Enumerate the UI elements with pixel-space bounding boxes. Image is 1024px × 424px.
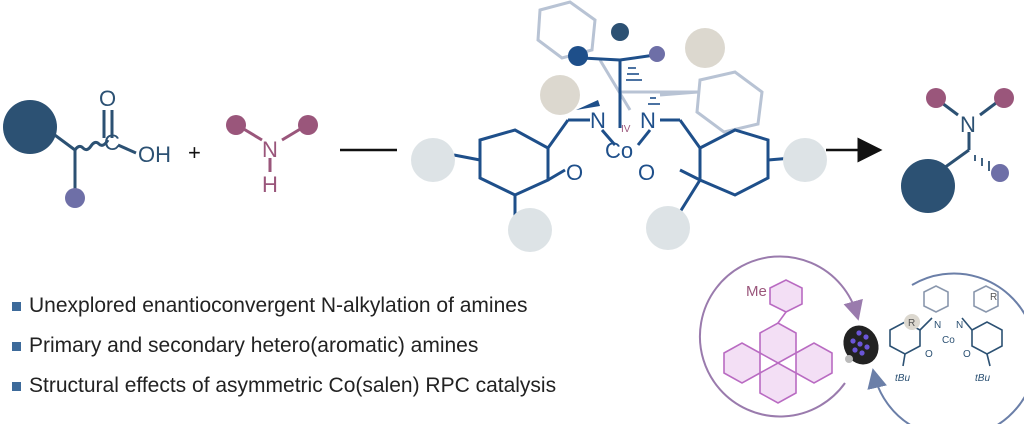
carboxylic-acid-reactant <box>47 110 137 190</box>
feature-text: Primary and secondary hetero(aromatic) a… <box>29 334 479 357</box>
catalyst-grey-ball-far-right <box>783 138 827 182</box>
led-light-icon <box>843 325 879 365</box>
cycle-oxygen-left: O <box>925 349 933 360</box>
acid-carbon: C <box>104 130 120 155</box>
feature-list: Unexplored enantioconvergent N-alkylatio… <box>12 286 556 406</box>
feature-text: Unexplored enantioconvergent N-alkylatio… <box>29 294 528 317</box>
methyl-label: Me <box>746 283 767 300</box>
axial-ball-right <box>649 46 665 62</box>
catalyst-grey-ball-bottom-left <box>508 208 552 252</box>
amine-reactant <box>241 126 303 172</box>
catalyst-oxygen-left: O <box>566 160 583 185</box>
bullet-square-icon <box>12 301 21 311</box>
acid-hydroxyl: OH <box>138 142 171 167</box>
large-substituent-ball <box>3 100 57 154</box>
cycle-tbu-left: tBu <box>895 373 910 384</box>
catalyst-oxygen-right: O <box>638 160 655 185</box>
photocatalyst-cycle: Me <box>698 255 863 418</box>
amine-substituent-right <box>298 115 318 135</box>
cycle-nitrogen-left: N <box>934 320 941 331</box>
product-large-ball <box>901 159 955 213</box>
product-amine-ball-right <box>994 88 1014 108</box>
feature-text: Structural effects of asymmetric Co(sale… <box>29 374 557 397</box>
cycle-oxygen-right: O <box>963 349 971 360</box>
product-amine-ball-left <box>926 88 946 108</box>
feature-item: Primary and secondary hetero(aromatic) a… <box>12 326 556 366</box>
acid-carbonyl-oxygen: O <box>99 86 116 111</box>
catalyst-nitrogen-right: N <box>640 108 656 133</box>
catalyst-grey-ball-top <box>685 28 725 68</box>
cycle-nitrogen-right: N <box>956 320 963 331</box>
catalyst-structure: N N Co IV O O <box>411 0 827 252</box>
cycle-tbu-right: tBu <box>975 373 990 384</box>
axial-ball-left <box>568 46 588 66</box>
catalyst-grey-ball-bottom-right <box>646 206 690 250</box>
amine-substituent-left <box>226 115 246 135</box>
methyl-substituent-ball <box>65 188 85 208</box>
feature-item: Structural effects of asymmetric Co(sale… <box>12 366 556 406</box>
catalyst-beige-ball-left <box>540 75 580 115</box>
cycle-r-right: R <box>990 292 997 303</box>
axial-ball-top <box>611 23 629 41</box>
cycle-r-left: R <box>908 318 915 329</box>
catalyst-grey-ball-far-left <box>411 138 455 182</box>
amine-hydrogen: H <box>262 172 278 197</box>
product-nitrogen: N <box>960 112 976 137</box>
amine-nitrogen: N <box>262 137 278 162</box>
cobalt-cycle: R R N N Co O O tBu tBu <box>867 272 1024 424</box>
plus-sign: + <box>188 140 201 165</box>
cycle-cobalt: Co <box>942 335 955 346</box>
bullet-square-icon <box>12 341 21 351</box>
bullet-square-icon <box>12 381 21 391</box>
product-methyl-ball <box>991 164 1009 182</box>
catalyst-nitrogen-left: N <box>590 108 606 133</box>
cobalt-oxidation-state: IV <box>621 124 631 135</box>
feature-item: Unexplored enantioconvergent N-alkylatio… <box>12 286 556 326</box>
product-structure <box>941 101 997 170</box>
catalyst-cobalt: Co <box>605 138 633 163</box>
